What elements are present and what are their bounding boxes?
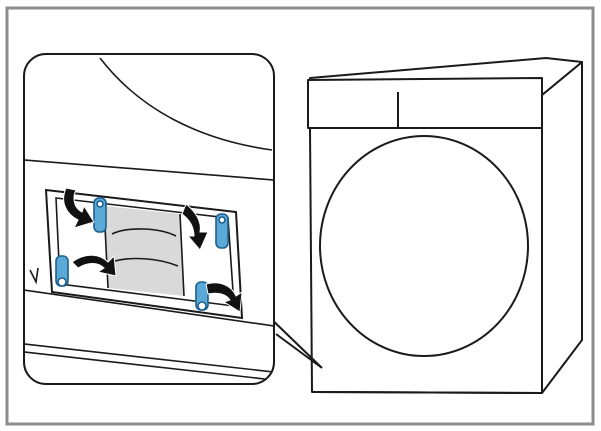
dryer-appliance [307,57,583,394]
arrow-top-left [63,187,95,229]
dryer-side-panel [541,61,583,394]
detail-inset [23,53,275,385]
body-edge-lower-1 [25,289,273,327]
door-arc [99,57,273,151]
rotation-arrows [63,187,243,313]
clip-bottom-left [55,255,69,287]
opening-shadow [104,206,184,296]
picture-frame [5,6,595,426]
arrow-top-right [181,203,209,251]
body-edge-top [25,159,273,181]
clip-top-right [215,213,229,249]
opening-frame-outer [44,188,244,320]
callout-pointer [263,311,323,369]
body-edge-lower-2 [25,343,273,373]
clip-bottom-right [195,281,209,311]
arrow-bottom-right [205,282,243,313]
dryer-control-panel [307,77,543,129]
arrow-bottom-left [71,254,117,277]
cavity-curve-bottom [111,257,179,267]
edge-tick [29,267,39,285]
cavity-line-right [179,213,185,297]
dryer-base-line [311,391,543,394]
cavity-curve-top [111,228,177,237]
clip-top-left [93,197,107,233]
body-edge-lower-3 [25,351,273,381]
clips [55,197,229,311]
dryer-door [319,135,529,357]
